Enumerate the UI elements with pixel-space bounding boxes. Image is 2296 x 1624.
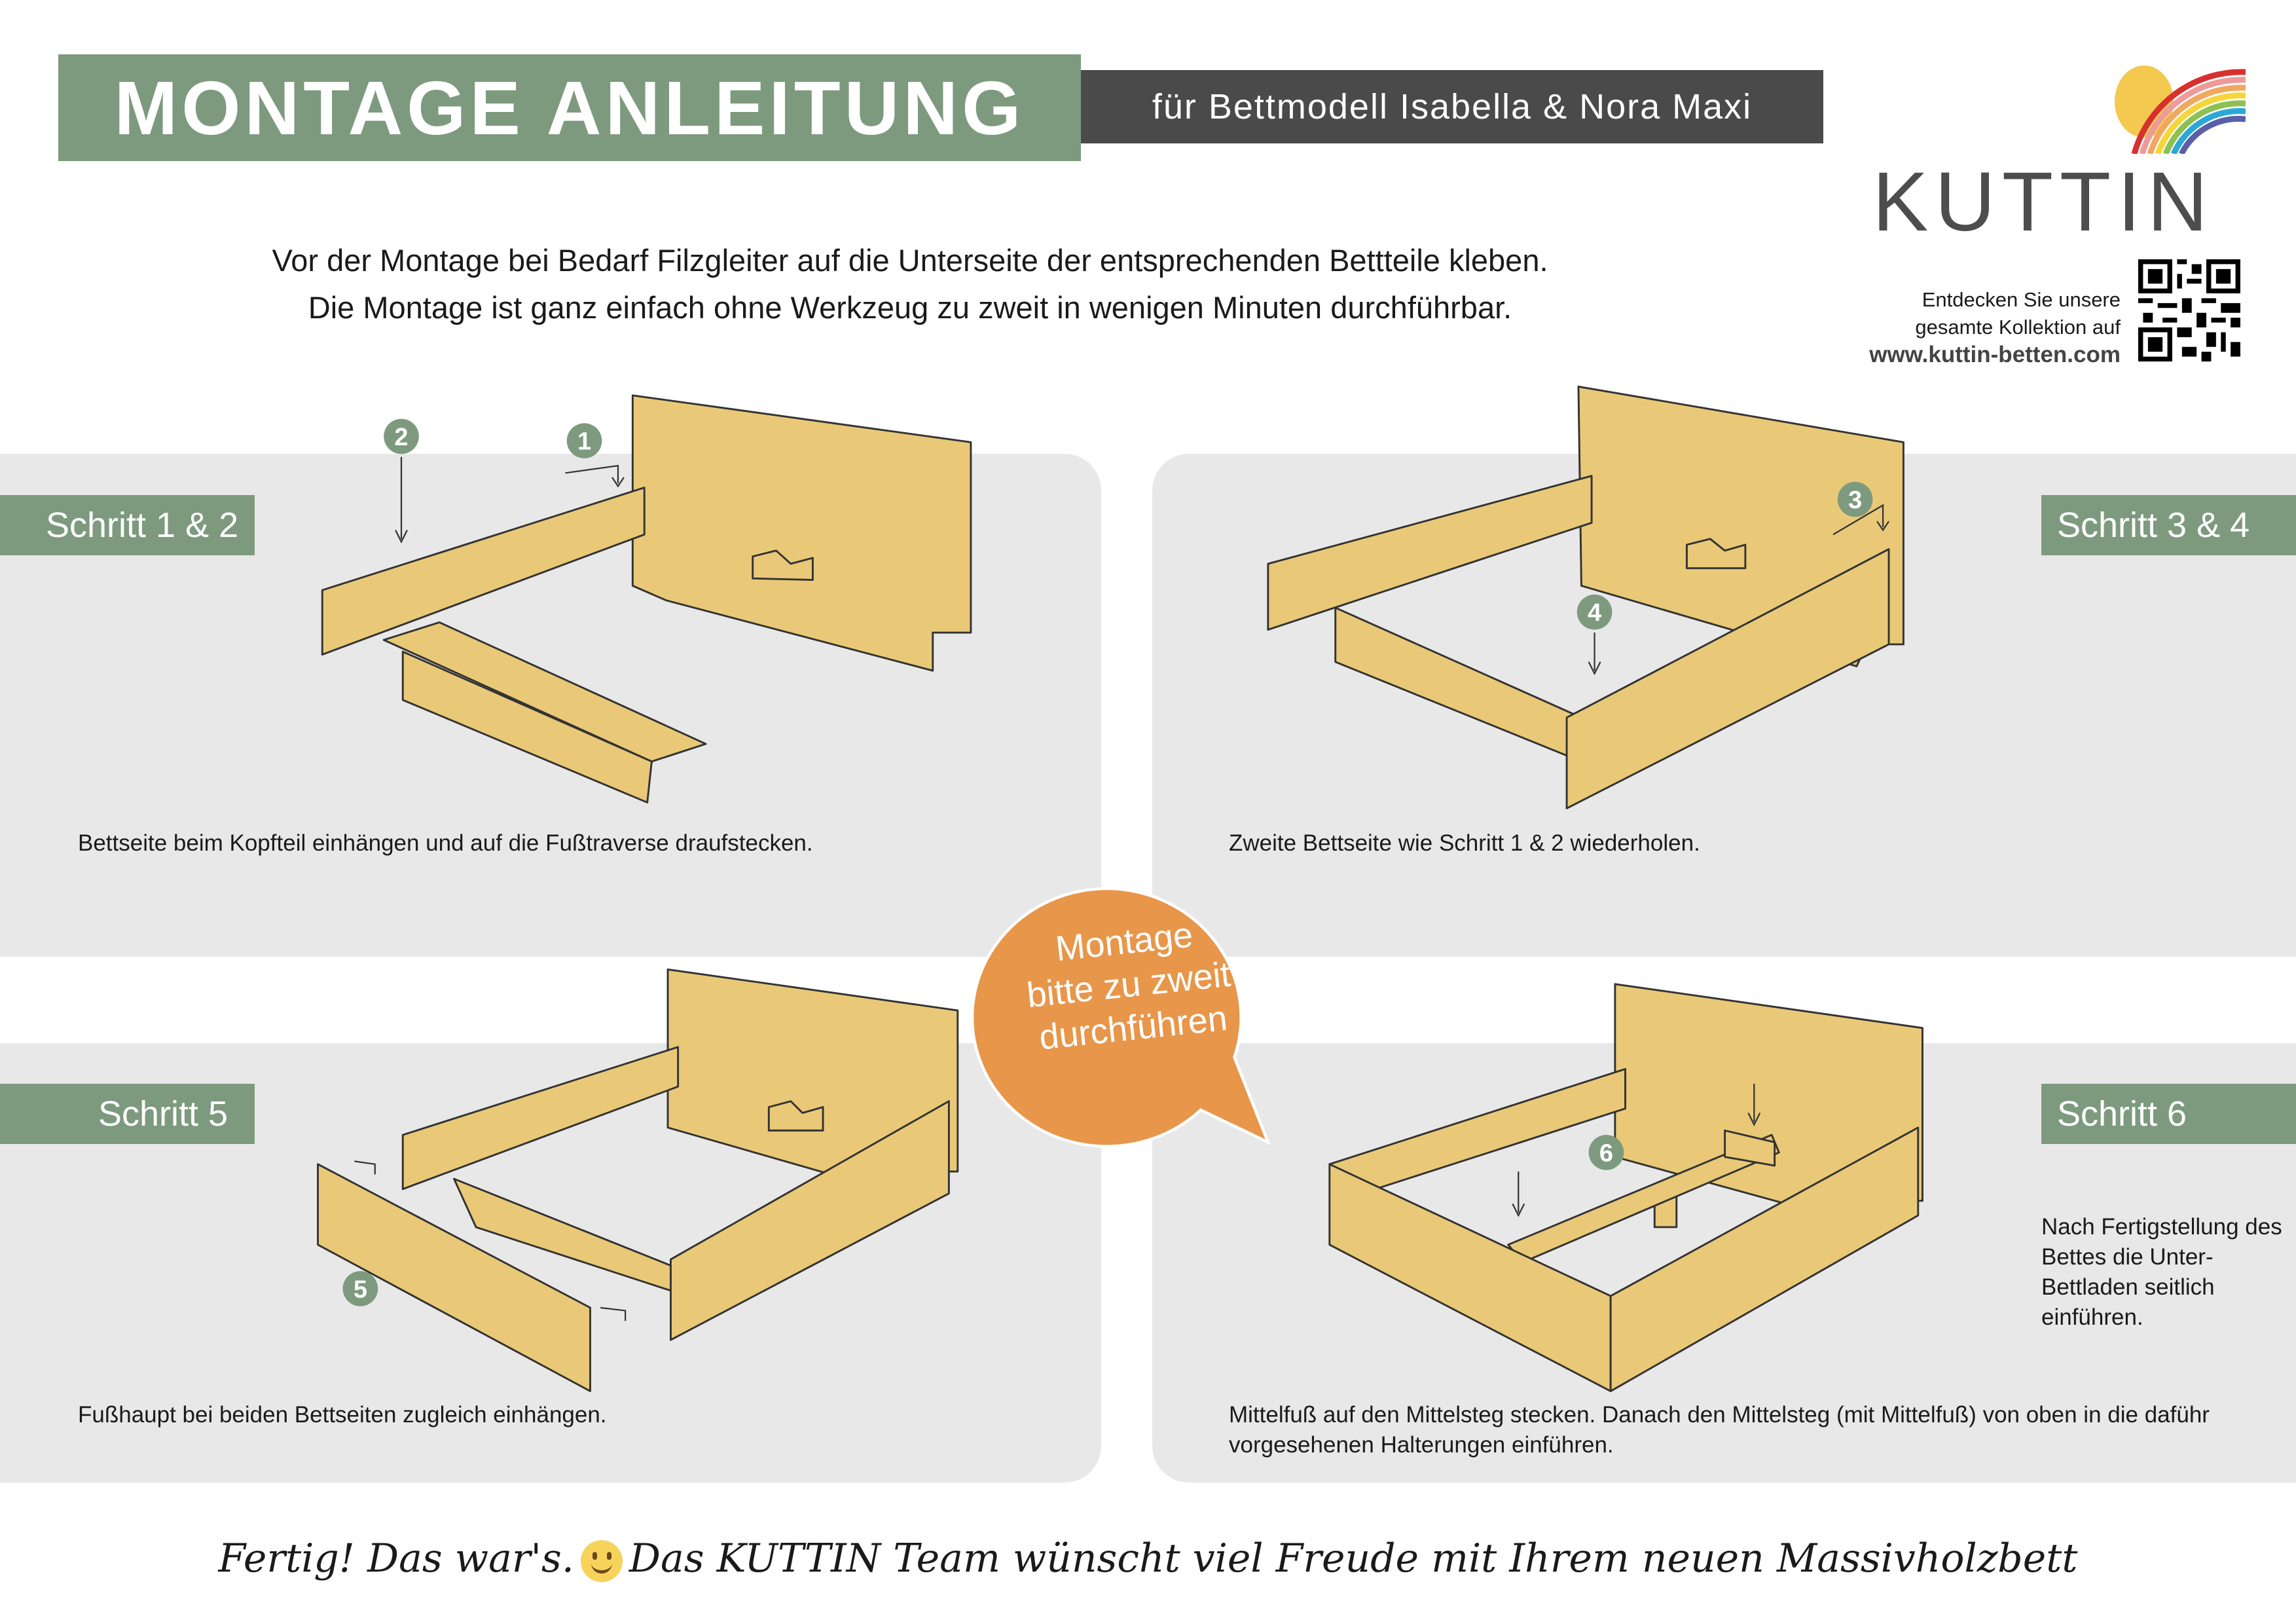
step-3-4-drawing xyxy=(1267,385,1904,809)
page-title: MONTAGE ANLEITUNG xyxy=(58,54,1081,161)
step-label-5: Schritt 5 xyxy=(0,1084,255,1144)
kuttin-logo-text: KUTTIN xyxy=(1872,155,2215,249)
footer-message: Fertig! Das war's. Das KUTTIN Team wünsch… xyxy=(0,1536,2296,1583)
marker-4: 4 xyxy=(1588,599,1601,627)
step-6-note: Nach Fertigstellung des Bettes die Unter… xyxy=(2041,1214,2282,1330)
step-number-markers: 1 2 3 4 5 6 xyxy=(342,418,1873,1306)
marker-5: 5 xyxy=(354,1276,367,1303)
page-subtitle: für Bettmodell Isabella & Nora Maxi xyxy=(1081,70,1823,143)
step-1-2-drawing xyxy=(321,394,972,803)
rainbow-sun-logo-icon xyxy=(2115,65,2246,154)
step-6-drawing xyxy=(1328,983,1923,1392)
step-label-1-2: Schritt 1 & 2 xyxy=(0,495,255,555)
smiley-icon xyxy=(580,1540,623,1583)
step-label-3-4: Schritt 3 & 4 xyxy=(2041,495,2296,555)
qr-code-icon[interactable] xyxy=(2138,259,2240,361)
qr-caption-line: gesamte Kollektion auf xyxy=(1915,316,2121,339)
speech-bubble xyxy=(970,887,1271,1148)
qr-caption: Entdecken Sie unsere gesamte Kollektion … xyxy=(1728,286,2121,369)
step-1-2-caption: Bettseite beim Kopfteil einhängen und au… xyxy=(78,830,813,856)
bubble-text: Montage bitte zu zweit durchführen xyxy=(992,907,1266,1063)
step-5-caption: Fußhaupt bei beiden Bettseiten zugleich … xyxy=(78,1402,607,1428)
arrow-icons xyxy=(354,456,1889,1321)
intro-line-1: Vor der Montage bei Bedarf Filzgleiter a… xyxy=(272,243,1548,278)
marker-2: 2 xyxy=(394,424,408,451)
step-3-4-caption: Zweite Bettseite wie Schritt 1 & 2 wiede… xyxy=(1229,830,1700,856)
qr-caption-line: Entdecken Sie unsere xyxy=(1922,288,2121,311)
step-5-drawing xyxy=(317,968,959,1392)
marker-6: 6 xyxy=(1599,1139,1613,1167)
intro-line-2: Die Montage ist ganz einfach ohne Werkze… xyxy=(308,290,1512,325)
step-label-6: Schritt 6 xyxy=(2041,1084,2296,1144)
marker-3: 3 xyxy=(1848,487,1862,514)
footer-text-1: Fertig! Das war's. xyxy=(218,1536,574,1581)
website-link[interactable]: www.kuttin-betten.com xyxy=(1869,342,2121,367)
step-6-caption: Mittelfuß auf den Mittelsteg stecken. Da… xyxy=(1229,1402,2210,1458)
marker-1: 1 xyxy=(577,428,591,456)
footer-text-2: Das KUTTIN Team wünscht viel Freude mit … xyxy=(629,1536,2078,1581)
